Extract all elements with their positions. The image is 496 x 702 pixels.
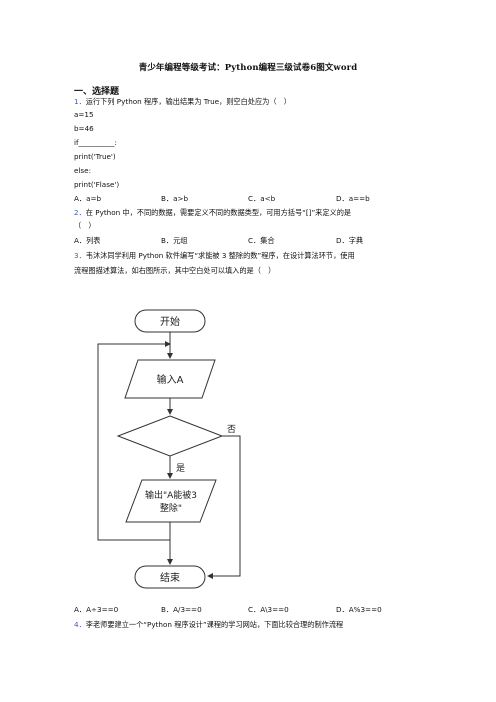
output-parallelogram (125, 479, 217, 523)
question-1-text: 运行下列 Python 程序，输出结果为 True，则空白处应为（ ） (85, 97, 291, 106)
arrow-loop-back (97, 341, 171, 541)
option-a: A．A÷3==0 (74, 605, 119, 614)
yes-label: 是 (176, 463, 185, 474)
question-2-stem: 2．在 Python 中，不同的数据，需要定义不同的数据类型，可用方括号“[]”… (74, 208, 351, 218)
question-2-number: 2． (74, 208, 86, 217)
question-2-text: 在 Python 中，不同的数据，需要定义不同的数据类型，可用方括号“[]”来定… (85, 208, 352, 217)
question-3-text: 韦沐沐同学利用 Python 软件编写“求能被 3 整除的数”程序，在设计算法环… (85, 251, 355, 260)
option-b: B．元组 (161, 236, 188, 245)
code-line-4: print('True') (74, 152, 116, 161)
input-parallelogram (124, 359, 216, 399)
option-c: C．A\3==0 (248, 605, 289, 614)
no-label: 否 (227, 424, 236, 435)
question-1-number: 1． (74, 97, 86, 106)
code-line-5: else: (74, 166, 92, 175)
output-label-line-2: 整除" (160, 502, 182, 514)
code-line-3: if__________: (74, 138, 117, 147)
decision-diamond (116, 415, 224, 457)
end-label: 结束 (160, 571, 180, 584)
flowchart: 开始 输入A 否 是 输出"A能被3 整除" 结束 (97, 309, 241, 589)
question-3-stem: 3．韦沐沐同学利用 Python 软件编写“求能被 3 整除的数”程序，在设计算… (74, 251, 355, 261)
input-label: 输入A (157, 373, 184, 386)
question-4-number: 4． (74, 620, 86, 629)
question-4-stem: 4．李老师要建立一个“Python 程序设计”课程的学习网站，下面比较合理的制作… (74, 620, 343, 630)
option-d: D．a==b (336, 194, 370, 203)
question-2-stem-cont: （ ） (74, 221, 96, 230)
option-b: B．A/3==0 (161, 605, 202, 614)
start-label: 开始 (160, 315, 180, 328)
question-1-stem: 1．运行下列 Python 程序，输出结果为 True，则空白处应为（ ） (74, 97, 291, 107)
question-4-text: 李老师要建立一个“Python 程序设计”课程的学习网站，下面比较合理的制作流程 (85, 620, 344, 629)
document-title: 青少年编程等级考试：Python编程三级试卷6图文word (138, 63, 358, 73)
code-line-2: b=46 (74, 124, 94, 133)
option-d: D．字典 (336, 236, 364, 245)
question-3-stem-cont: 流程图描述算法，如右图所示，其中空白处可以填入的是（ ） (74, 266, 276, 275)
question-3-number: 3． (74, 251, 86, 260)
section-heading: 一、选择题 (74, 87, 120, 97)
option-c: C．a<b (248, 194, 276, 203)
output-label-line-1: 输出"A能被3 (145, 489, 197, 501)
option-a: A．列表 (74, 236, 101, 245)
code-line-6: print('Flase') (74, 180, 120, 189)
arrow-no-branch (207, 435, 241, 579)
option-b: B．a>b (161, 194, 189, 203)
option-c: C．集合 (248, 236, 275, 245)
code-line-1: a=15 (74, 110, 94, 119)
option-a: A．a=b (74, 194, 102, 203)
option-d: D．A%3==0 (336, 605, 382, 614)
end-terminal (134, 565, 206, 589)
